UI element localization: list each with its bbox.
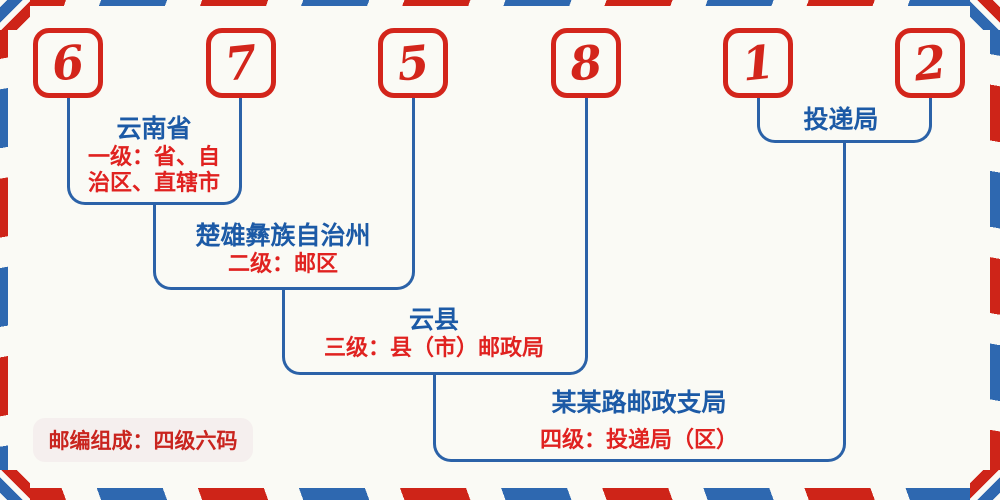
airmail-border-corner-top-left (0, 0, 30, 30)
composition-badge: 邮编组成：四级六码 (33, 418, 253, 462)
digit-1: 6 (49, 34, 87, 92)
meaning-label-level2: 二级：邮区 (227, 251, 338, 276)
annotation-level3: 云县 三级：县（市）邮政局 (284, 305, 584, 361)
bracket-delivery (756, 98, 932, 143)
airmail-border-right (990, 0, 1000, 500)
airmail-border-corner-top-right (970, 0, 1000, 30)
digit-6: 2 (911, 34, 949, 92)
digit-3: 5 (394, 34, 432, 92)
connector-line-digit3 (411, 98, 415, 208)
airmail-border-left (0, 0, 8, 500)
bracket-level4 (432, 375, 846, 462)
airmail-border-corner-bottom-right (970, 470, 1000, 500)
meaning-label-level1-line2: 治区、直辖市 (87, 170, 220, 195)
region-label-level2: 楚雄彝族自治州 (195, 222, 371, 250)
annotation-level2: 楚雄彝族自治州 二级：邮区 (153, 221, 413, 277)
meaning-label-level3: 三级：县（市）邮政局 (323, 335, 544, 360)
region-label-level4: 某某路邮政支局 (551, 389, 727, 417)
composition-badge-text: 邮编组成：四级六码 (48, 430, 238, 453)
digit-box-6: 2 (895, 28, 965, 98)
connector-line-delivery (842, 143, 846, 378)
region-label-delivery: 投递局 (803, 106, 879, 134)
bracket-level2 (152, 205, 415, 290)
digit-4: 8 (567, 34, 605, 92)
annotation-level1: 云南省 一级：省、自 治区、直辖市 (44, 114, 264, 196)
meaning-label-level4: 四级：投递局（区） (539, 427, 738, 452)
region-label-level1: 云南省 (116, 115, 192, 143)
digit-5: 1 (739, 34, 777, 92)
digit-box-5: 1 (723, 28, 793, 98)
digit-box-2: 7 (206, 28, 276, 98)
annotation-delivery: 投递局 (741, 105, 941, 135)
digit-2: 7 (222, 34, 260, 92)
bracket-level1 (66, 98, 242, 205)
digit-box-4: 8 (551, 28, 621, 98)
airmail-border-top (0, 0, 1000, 6)
digit-box-1: 6 (33, 28, 103, 98)
airmail-border-bottom (0, 488, 1000, 500)
bracket-level3 (282, 290, 588, 375)
connector-line-digit4 (584, 98, 588, 293)
digit-box-3: 5 (378, 28, 448, 98)
region-label-level3: 云县 (408, 306, 459, 334)
airmail-border-corner-bottom-left (0, 470, 30, 500)
meaning-label-level1-line1: 一级：省、自 (87, 144, 220, 169)
annotation-level4: 某某路邮政支局 四级：投递局（区） (459, 388, 819, 453)
